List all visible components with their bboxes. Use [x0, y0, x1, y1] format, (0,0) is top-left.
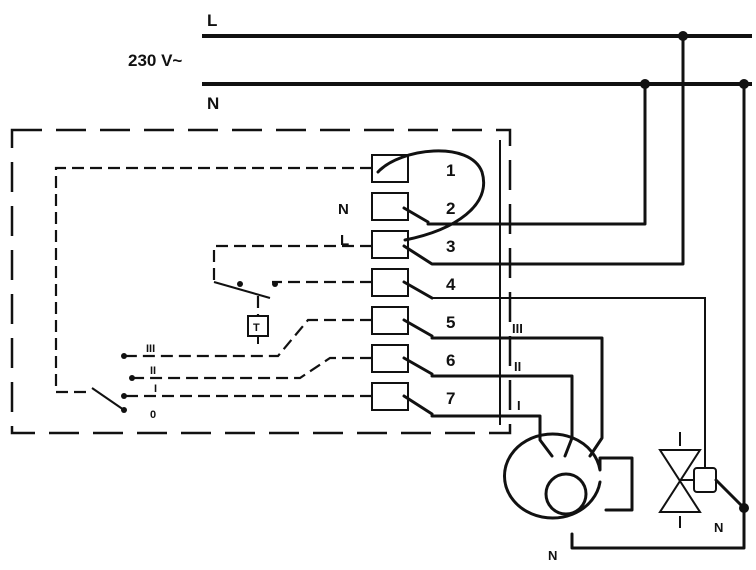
valve-icon — [658, 449, 702, 513]
wire-terminal-4-to-valve — [432, 297, 706, 470]
supply-lines: L 230 V~ N — [128, 11, 752, 113]
selector-contact-0 — [121, 407, 127, 413]
speed-label-i: I — [517, 398, 521, 413]
wire-neutral-right-bus — [570, 82, 746, 550]
terminal-4 — [371, 268, 409, 297]
jumper-1-3 — [376, 149, 486, 242]
thermostat-switch-blade — [213, 281, 271, 299]
terminal-5 — [371, 306, 409, 335]
lead-terminal-5 — [402, 318, 434, 338]
thermostat-contact-left — [237, 281, 243, 287]
internal-line-terminal-1 — [54, 166, 372, 394]
speed-label-ii: II — [514, 359, 521, 374]
speed-label-iii: III — [512, 321, 523, 336]
fan-neutral-label: N — [548, 548, 557, 563]
terminal-number-1: 1 — [446, 161, 455, 180]
terminal-3 — [371, 230, 409, 259]
lead-terminal-7 — [402, 394, 434, 416]
controller-housing — [10, 128, 512, 435]
label-voltage: 230 V~ — [128, 51, 182, 70]
wire-valve-neutral — [714, 478, 746, 510]
lead-terminal-4 — [402, 280, 434, 300]
fan-rotor-icon — [544, 472, 588, 516]
terminal-side-label-l: L — [340, 232, 349, 249]
terminal-1 — [371, 154, 409, 183]
terminal-6 — [371, 344, 409, 373]
internal-line-terminal-5 — [124, 318, 372, 358]
selector-label-iii: III — [146, 343, 155, 355]
selector-label-ii: II — [150, 365, 156, 377]
lead-terminal-2 — [402, 206, 430, 224]
internal-line-terminal-3 — [212, 244, 372, 282]
wire-n-to-terminal-2 — [426, 82, 647, 226]
internal-line-terminal-6 — [132, 356, 372, 380]
wire-l-to-terminal-3 — [402, 34, 685, 266]
wire-speed-i — [430, 414, 554, 458]
label-bus-l: L — [207, 11, 217, 30]
valve-actuator-icon — [693, 467, 717, 493]
selector-contact-iii — [121, 353, 127, 359]
thermostat-label: T — [253, 322, 260, 334]
internal-wiring: T III II I 0 — [54, 166, 372, 421]
selector-contact-i — [121, 393, 127, 399]
thermostat-contact-right — [272, 281, 278, 287]
selector-label-0: 0 — [150, 409, 156, 421]
terminal-number-4: 4 — [446, 275, 456, 294]
terminal-side-label-n: N — [338, 201, 349, 218]
terminal-number-2: 2 — [446, 199, 455, 218]
fan-motor — [502, 432, 634, 520]
lead-terminal-6 — [402, 356, 434, 376]
valve — [658, 432, 717, 528]
terminal-number-6: 6 — [446, 351, 455, 370]
terminal-number-7: 7 — [446, 389, 455, 408]
terminal-number-3: 3 — [446, 237, 455, 256]
selector-switch-blade — [91, 387, 125, 411]
wire-speed-ii — [430, 374, 574, 458]
terminal-2 — [371, 192, 409, 221]
selector-contact-ii — [129, 375, 135, 381]
wire-speed-iii — [430, 336, 604, 458]
label-bus-n: N — [207, 94, 219, 113]
terminal-number-5: 5 — [446, 313, 455, 332]
selector-label-i: I — [154, 383, 157, 395]
valve-neutral-label: N — [714, 520, 723, 535]
